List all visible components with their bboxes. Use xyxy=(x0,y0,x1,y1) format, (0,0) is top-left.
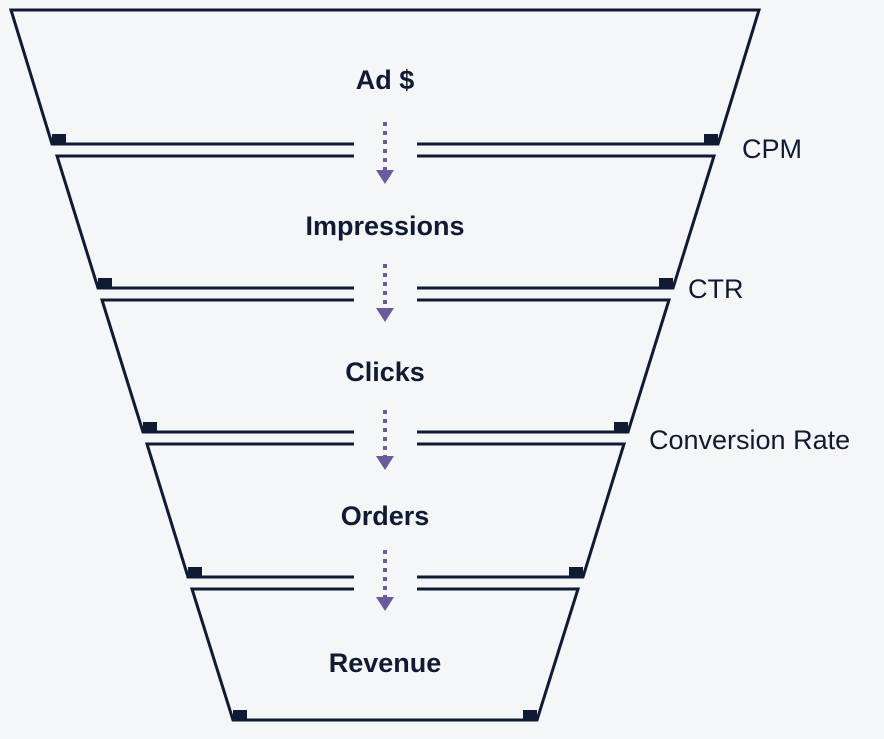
funnel-arrows xyxy=(376,122,394,611)
corner-marker xyxy=(98,278,112,288)
connector-gap xyxy=(354,285,417,291)
down-arrow xyxy=(376,550,394,611)
connector-gap xyxy=(354,153,417,159)
corner-marker xyxy=(188,567,202,577)
down-arrow xyxy=(376,410,394,470)
stage-label: Impressions xyxy=(305,211,464,241)
metric-label: CPM xyxy=(742,134,802,164)
corner-marker xyxy=(569,567,583,577)
arrow-head xyxy=(376,170,394,184)
stage-label: Revenue xyxy=(329,648,442,678)
corner-marker xyxy=(233,710,247,720)
corner-marker xyxy=(704,134,718,144)
stage-label: Ad $ xyxy=(356,65,415,95)
metric-label: Conversion Rate xyxy=(649,425,850,455)
arrow-head xyxy=(376,456,394,470)
down-arrow xyxy=(376,264,394,322)
down-arrow xyxy=(376,122,394,184)
funnel-stage xyxy=(54,153,717,291)
stage-label: Orders xyxy=(341,501,430,531)
corner-marker xyxy=(52,134,66,144)
metric-label: CTR xyxy=(688,274,744,304)
corner-marker xyxy=(659,278,673,288)
corner-marker xyxy=(614,422,628,432)
stage-label: Clicks xyxy=(345,357,425,387)
arrow-head xyxy=(376,308,394,322)
arrow-head xyxy=(376,597,394,611)
corner-marker xyxy=(143,422,157,432)
corner-marker xyxy=(523,710,537,720)
connector-gap xyxy=(354,441,417,447)
